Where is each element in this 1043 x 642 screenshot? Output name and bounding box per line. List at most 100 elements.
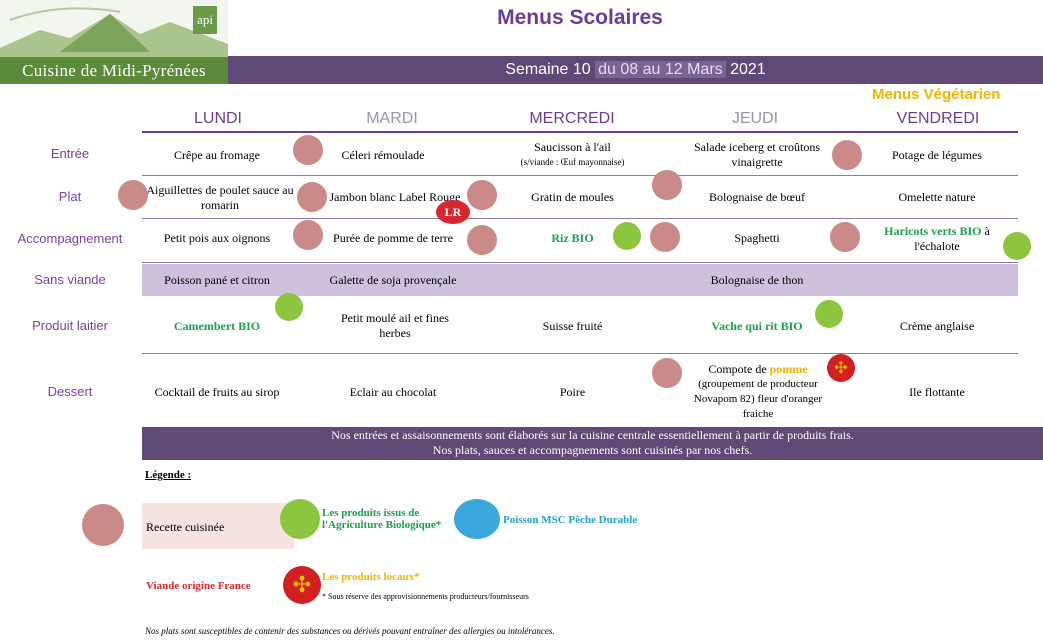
- legend-bio: Les produits issus de l'Agriculture Biol…: [322, 507, 442, 531]
- page-title: Menus Scolaires: [497, 6, 663, 29]
- msc-fish-icon: [454, 499, 500, 539]
- legend-msc: Poisson MSC Pêche Durable: [503, 514, 638, 526]
- day-header-jeudi: JEUDI: [731, 110, 779, 127]
- week-number: Semaine 10: [505, 61, 591, 78]
- week-year: 2021: [730, 61, 766, 78]
- accompagnement-lundi: Petit pois aux oignons: [163, 231, 271, 245]
- dessert-lundi: Cocktail de fruits au sirop: [154, 385, 280, 399]
- plat-mardi: Jambon blanc Label Rouge: [329, 190, 461, 204]
- vegetarian-menu-label: Menus Végétarien: [872, 86, 1001, 103]
- occitanie-cross-icon: ✣: [283, 566, 321, 604]
- cooked-recipe-icon: [652, 358, 682, 388]
- dessert-mardi: Eclair au chocolat: [349, 385, 437, 399]
- accompagnement-mardi: Purée de pomme de terre: [333, 231, 453, 245]
- row-label-plat: Plat: [58, 189, 82, 204]
- plat-jeudi: Bolognaise de bœuf: [709, 190, 805, 204]
- accompagnement-vendredi-suffix: à l'échalote: [914, 224, 990, 253]
- dessert-mercredi: Poire: [559, 385, 586, 399]
- bio-leaf-icon: [613, 222, 641, 250]
- france-flag-icon: [272, 150, 296, 174]
- france-flag-icon: [625, 177, 649, 201]
- france-flag-icon: [634, 137, 658, 161]
- row-label-produit-laitier: Produit laitier: [32, 318, 108, 333]
- sans-viande-band: [142, 264, 1018, 296]
- row-label-sans-viande: Sans viande: [34, 272, 106, 287]
- cooked-recipe-icon: [830, 222, 860, 252]
- bio-leaf-icon: [280, 499, 320, 539]
- legend-locaux: Les produits locaux*: [322, 571, 420, 583]
- accompagnement-jeudi: Spaghetti: [734, 231, 780, 245]
- dessert-jeudi: Compote de pomme (groupement de producte…: [682, 362, 834, 422]
- notes-banner: Nos entrées et assaisonnements sont élab…: [142, 427, 1043, 460]
- header-divider: [142, 131, 1018, 133]
- note-line-2: Nos plats, sauces et accompagnements son…: [432, 443, 753, 457]
- entree-lundi: Crêpe au fromage: [174, 148, 260, 162]
- cooked-recipe-icon: [467, 225, 497, 255]
- laitier-mardi: Petit moulé ail et fines herbes: [341, 311, 449, 340]
- legend-viande: Viande origine France: [146, 580, 251, 592]
- cooked-recipe-icon: [652, 170, 682, 200]
- cooked-recipe-icon: [82, 504, 124, 546]
- bio-leaf-icon: [1003, 232, 1031, 260]
- entree-mercredi-text: Saucisson à l'ail: [534, 140, 611, 154]
- row-label-entree: Entrée: [50, 146, 90, 161]
- logo-text: Cuisine de Midi-Pyrénées: [0, 57, 228, 84]
- cooked-recipe-icon: [118, 180, 148, 210]
- entree-mercredi: Saucisson à l'ail (s/viande : Œuf mayonn…: [500, 140, 645, 170]
- legend-recette-bg: [142, 503, 294, 549]
- legend-recette: Recette cuisinée: [146, 520, 225, 534]
- dessert-vendredi: Ile flottante: [909, 385, 965, 399]
- laitier-mercredi: Suisse fruité: [542, 319, 603, 333]
- row-divider: [142, 262, 1018, 263]
- occitanie-cross-icon: ✣: [827, 354, 855, 382]
- day-header-mardi: MARDI: [366, 110, 418, 127]
- entree-mardi: Céleri rémoulade: [341, 148, 425, 162]
- day-header-lundi: LUNDI: [193, 110, 242, 127]
- mountain-logo-icon: [0, 0, 228, 58]
- cooked-recipe-icon: [832, 140, 862, 170]
- france-flag-icon: [810, 171, 834, 195]
- row-label-dessert: Dessert: [47, 384, 93, 399]
- dessert-jeudi-highlight: pomme: [769, 362, 808, 376]
- cooked-recipe-icon: [297, 182, 327, 212]
- company-logo: api Cuisine de Midi-Pyrénées: [0, 0, 228, 85]
- cooked-recipe-icon: [293, 135, 323, 165]
- plat-lundi: Aiguillettes de poulet sauce au romarin: [146, 183, 294, 212]
- accompagnement-vendredi: Haricots verts BIO à l'échalote: [872, 224, 1002, 254]
- dessert-jeudi-prefix: Compote de: [708, 362, 767, 376]
- entree-jeudi: Salade iceberg et croûtons vinaigrette: [693, 140, 821, 169]
- entree-vendredi: Potage de légumes: [892, 148, 982, 162]
- row-divider: [142, 218, 1018, 219]
- laitier-jeudi: Vache qui rit BIO: [711, 319, 803, 333]
- row-divider: [142, 175, 1018, 176]
- week-bar: Semaine 10 du 08 au 12 Mars 2021: [228, 56, 1043, 84]
- cooked-recipe-icon: [293, 220, 323, 250]
- france-flag-icon: [84, 565, 124, 605]
- entree-mercredi-sub: (s/viande : Œuf mayonnaise): [520, 157, 625, 167]
- legend-title: Légende :: [145, 469, 192, 481]
- row-divider: [142, 353, 1018, 354]
- logo-badge: api: [193, 6, 217, 34]
- laitier-lundi: Camembert BIO: [173, 319, 261, 333]
- label-rouge-icon: LR: [436, 200, 470, 224]
- france-flag-icon: [999, 179, 1023, 203]
- cooked-recipe-icon: [467, 180, 497, 210]
- sans-viande-lundi: Poisson pané et citron: [164, 273, 270, 287]
- day-header-vendredi: VENDREDI: [896, 110, 980, 127]
- accompagnement-vendredi-bio: Haricots verts BIO: [884, 224, 982, 238]
- note-line-1: Nos entrées et assaisonnements sont élab…: [331, 428, 854, 442]
- france-flag-icon: [448, 158, 472, 182]
- plat-mercredi: Gratin de moules: [531, 190, 614, 204]
- sans-viande-mardi: Galette de soja provençale: [329, 273, 457, 287]
- sans-viande-jeudi: Bolognaise de thon: [710, 273, 804, 287]
- row-label-accompagnement: Accompagnement: [17, 231, 123, 246]
- france-flag-icon: [272, 192, 296, 216]
- legend-reserve: * Sous réserve des approvisionnements pr…: [322, 592, 529, 601]
- day-header-mercredi: MERCREDI: [529, 110, 615, 127]
- week-dates: du 08 au 12 Mars: [595, 61, 726, 78]
- allergen-notice: Nos plats sont susceptibles de contenir …: [145, 626, 555, 636]
- accompagnement-mercredi: Riz BIO: [551, 231, 594, 245]
- dessert-jeudi-details: (groupement de producteur Novapom 82) fl…: [693, 378, 823, 420]
- cooked-recipe-icon: [650, 222, 680, 252]
- bio-leaf-icon: [815, 300, 843, 328]
